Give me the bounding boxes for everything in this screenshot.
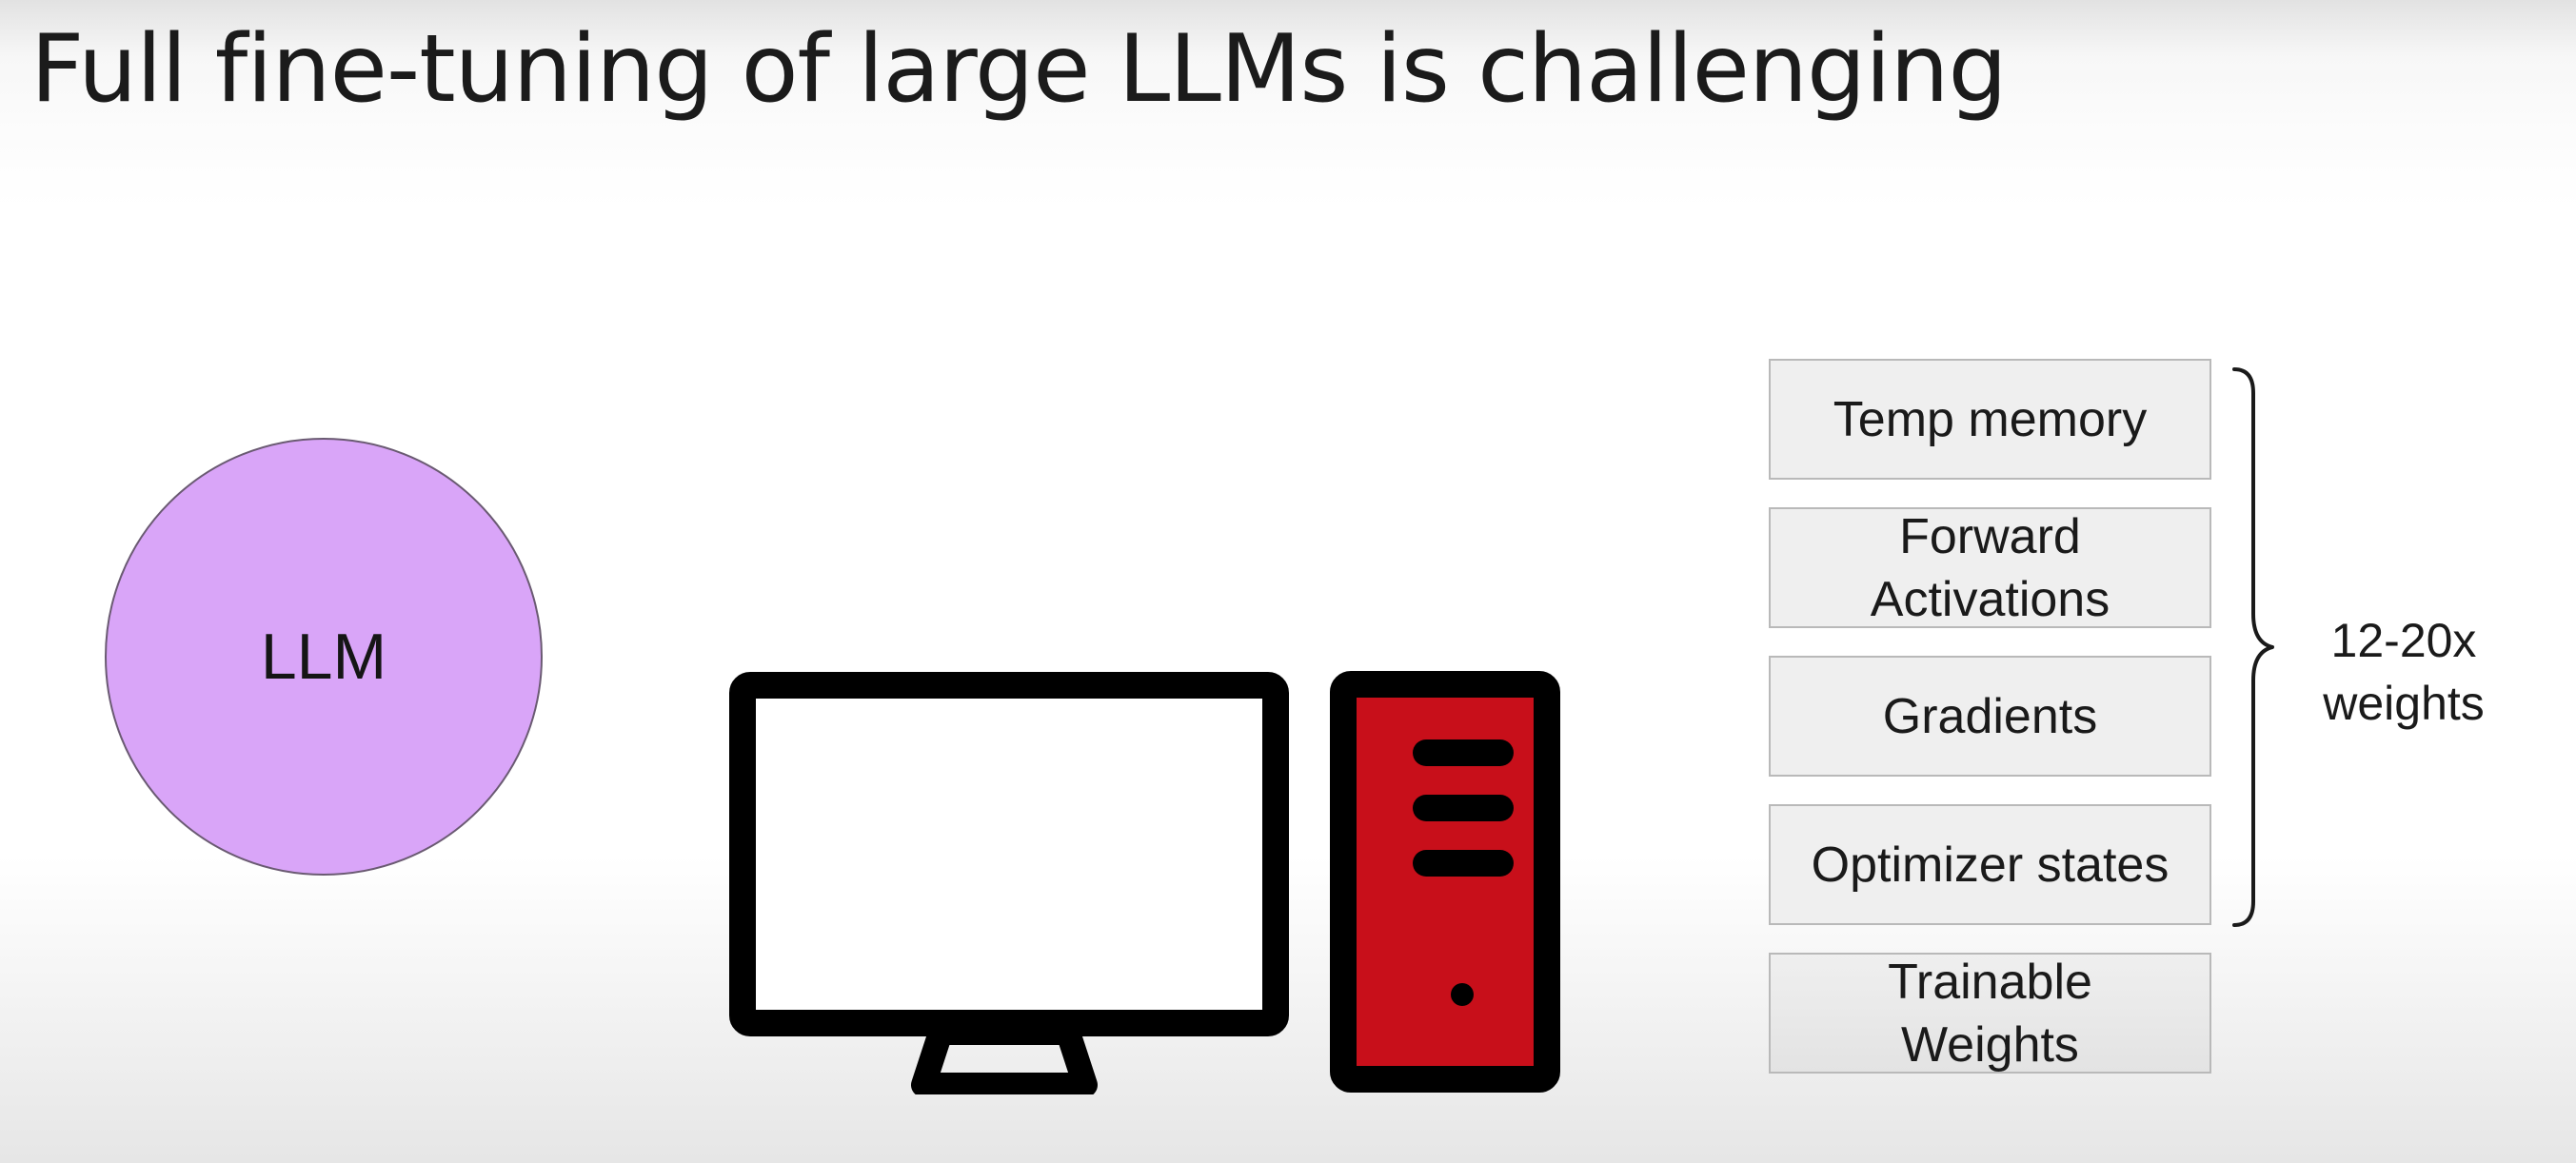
gradients-box: Gradients bbox=[1769, 656, 2211, 777]
llm-circle: LLM bbox=[105, 438, 543, 876]
slide-title: Full fine-tuning of large LLMs is challe… bbox=[30, 15, 2008, 124]
optimizer-states-box: Optimizer states bbox=[1769, 804, 2211, 925]
computer-tower-icon bbox=[1330, 671, 1560, 1093]
forward-activations-box: Forward Activations bbox=[1769, 507, 2211, 628]
llm-label: LLM bbox=[260, 621, 387, 693]
trainable-weights-box: Trainable Weights bbox=[1769, 953, 2211, 1074]
curly-brace bbox=[2232, 367, 2274, 927]
computer-illustration bbox=[729, 671, 1560, 1094]
temp-memory-box: Temp memory bbox=[1769, 359, 2211, 480]
memory-multiplier-label: 12-20x weights bbox=[2323, 614, 2485, 730]
monitor-icon bbox=[729, 672, 1289, 1094]
